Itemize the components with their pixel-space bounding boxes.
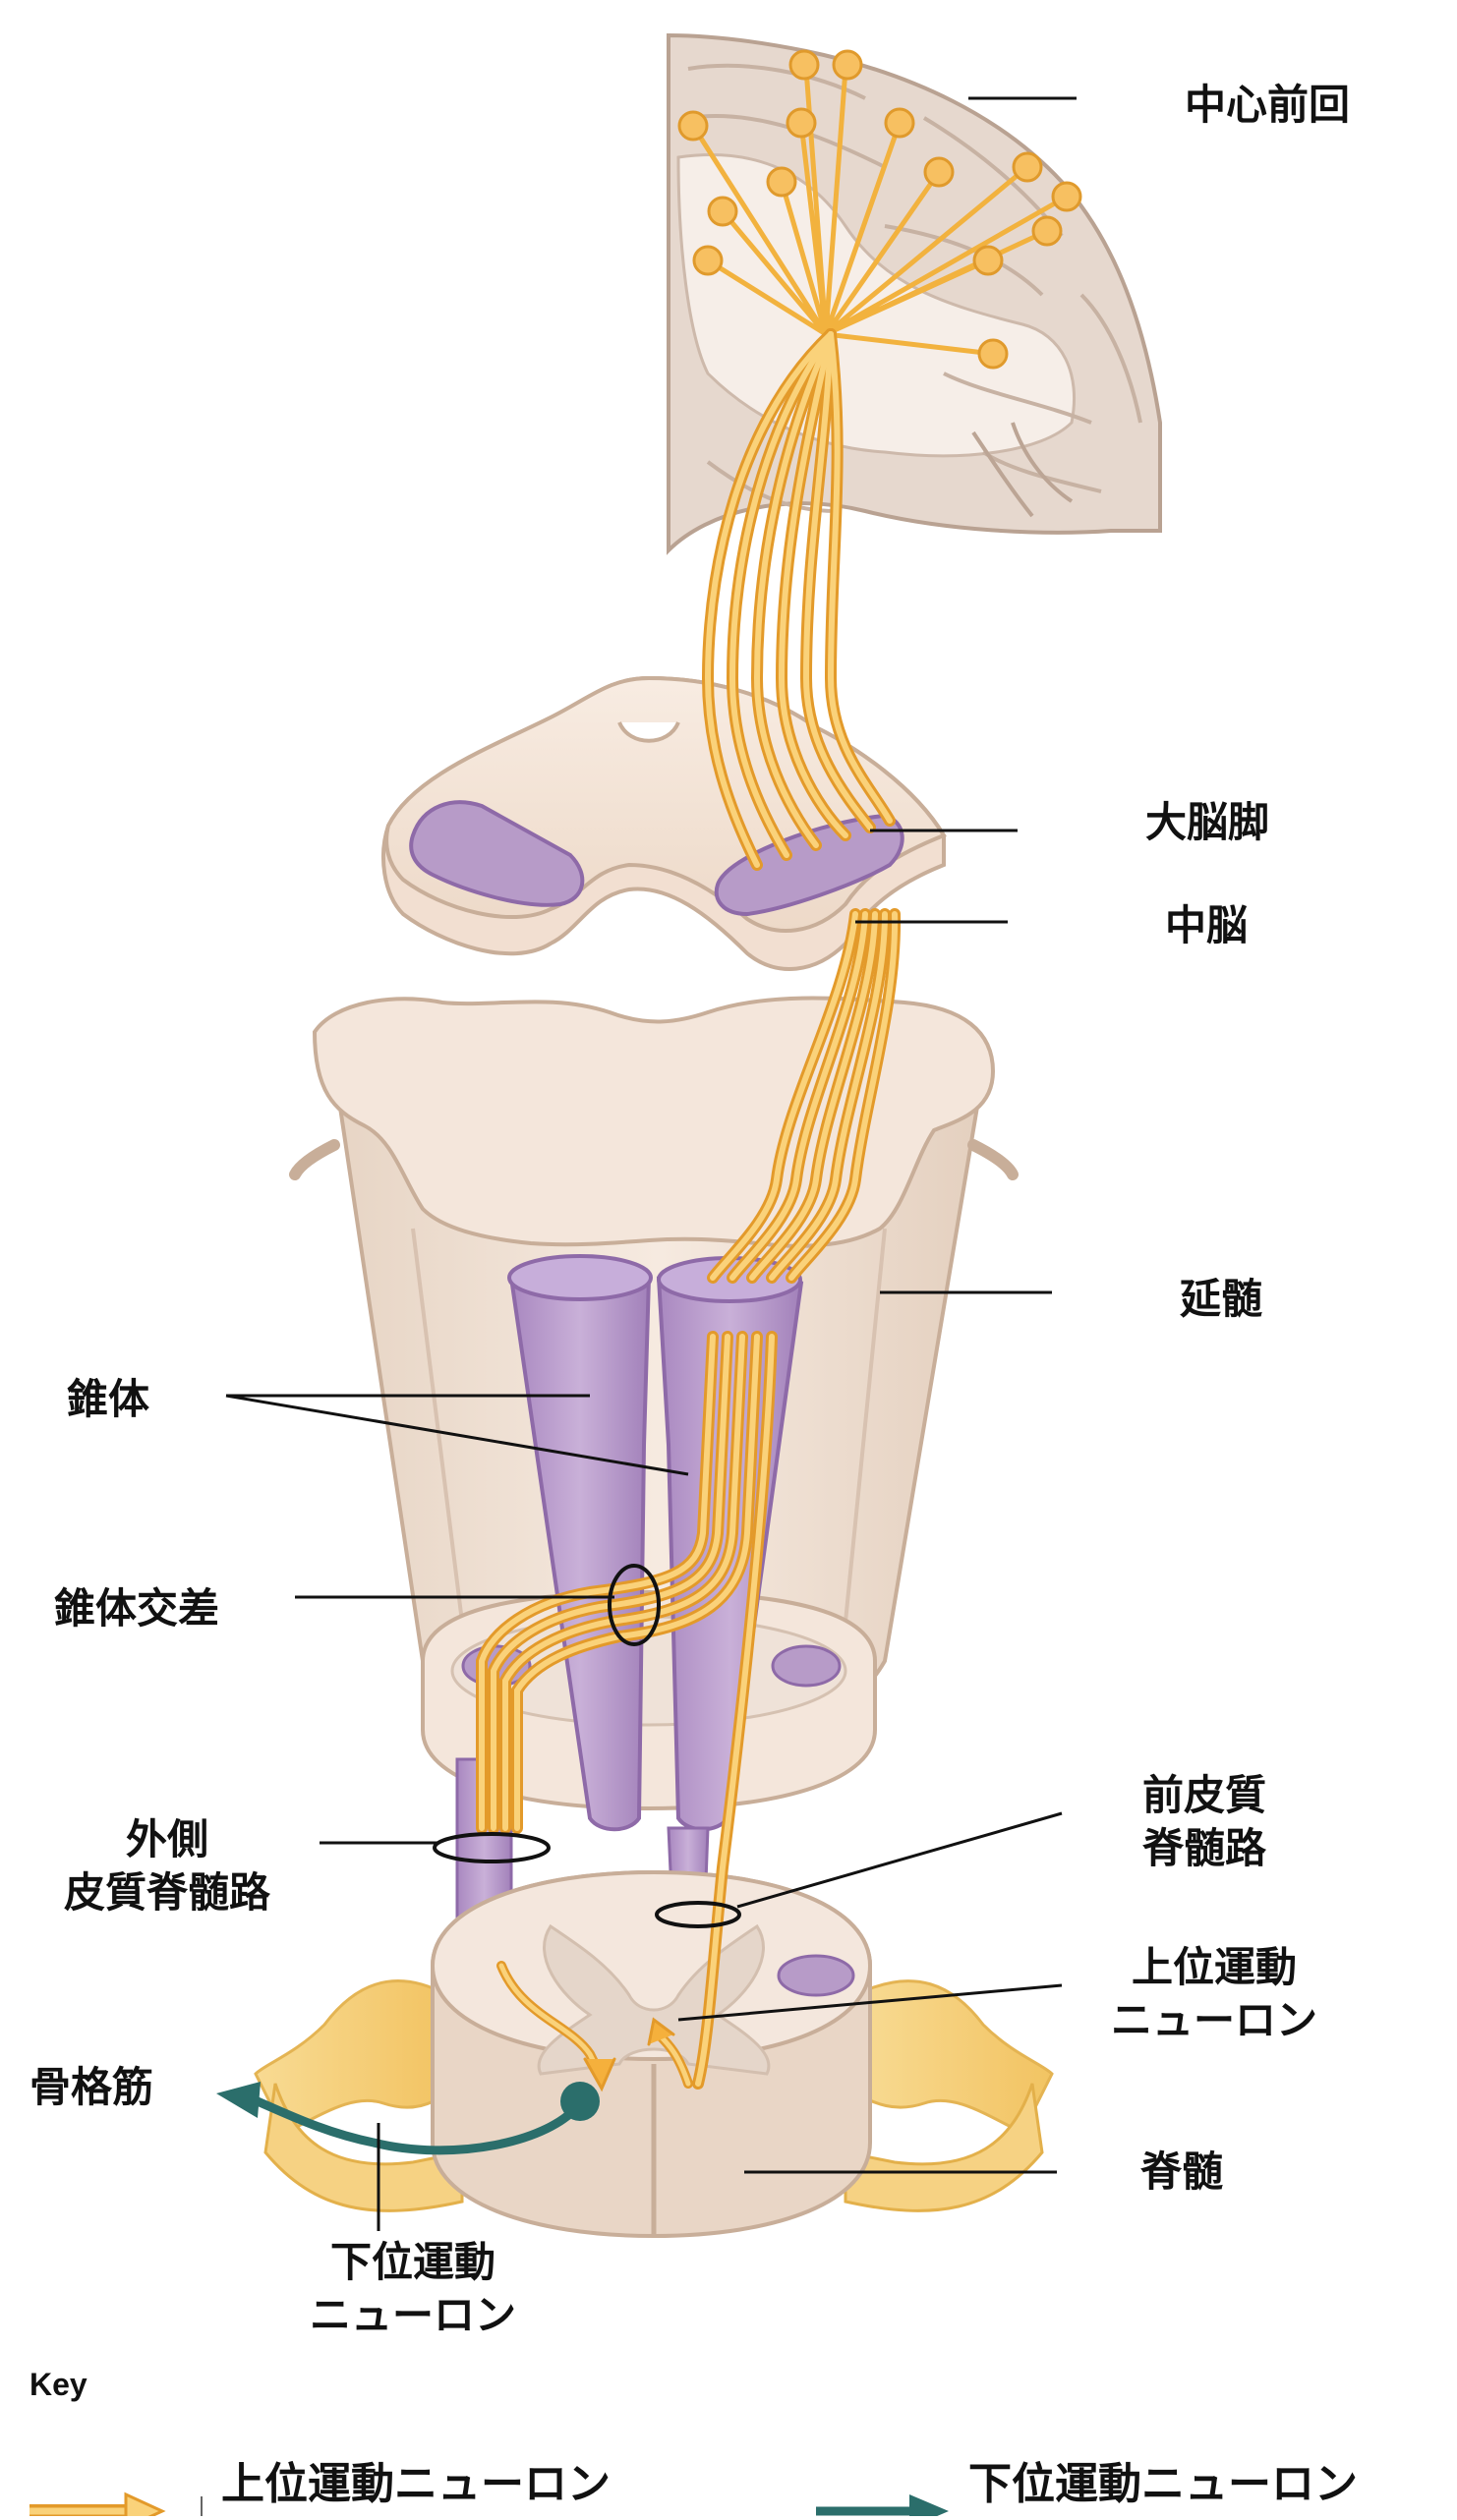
- key-lower-label: 下位運動ニューロン: [968, 2459, 1358, 2509]
- label-anterior-cst-line1: 前皮質: [1141, 1771, 1266, 1819]
- spinal-cord-section: [254, 1869, 1054, 2239]
- neuron-soma-group: [677, 49, 1082, 370]
- label-lateral-cst-line1: 外側: [125, 1815, 208, 1863]
- label-lateral-cst-line2: 皮質脊髄路: [63, 1868, 270, 1917]
- leader-lines: [225, 96, 1077, 2231]
- label-upper-mn-line1: 上位運動: [1131, 1943, 1297, 1991]
- decussation-ring: [608, 1564, 661, 1646]
- label-anterior-cst-line2: 脊髄路: [1141, 1824, 1266, 1872]
- label-lower-mn-line2: ニューロン: [309, 2291, 516, 2339]
- label-upper-mn-line2: ニューロン: [1110, 1996, 1317, 2044]
- label-anterior-cst: 前皮質 脊髄路: [1091, 1769, 1317, 1875]
- label-pyramid: 錐体: [67, 1375, 150, 1423]
- label-spinal-cord: 脊髄: [1140, 2148, 1224, 2196]
- label-cerebral-peduncle: 大脳脚: [1145, 798, 1270, 846]
- label-lateral-cst: 外側 皮質脊髄路: [20, 1813, 315, 1919]
- key-upper-label: 上位運動ニューロン: [221, 2459, 611, 2509]
- key-title: Key: [29, 2367, 87, 2402]
- key-lower-arrow: [816, 2494, 949, 2520]
- label-medulla: 延髄: [1180, 1275, 1263, 1323]
- upper-motor-neuron-fibers: [476, 328, 902, 2092]
- label-lower-mn-line1: 下位運動: [329, 2238, 495, 2286]
- lower-motor-neuron: [216, 2082, 600, 2155]
- label-lower-motor-neuron: 下位運動 ニューロン: [265, 2236, 560, 2342]
- anterior-cst-ring: [655, 1901, 741, 1928]
- label-precentral-gyrus: 中心前回: [1185, 81, 1351, 129]
- upper-motor-neuron-cell-bodies: [690, 68, 1069, 357]
- label-midbrain: 中脳: [1165, 901, 1249, 949]
- label-pyramidal-decussation: 錐体交差: [54, 1584, 220, 1632]
- label-upper-motor-neuron: 上位運動 ニューロン: [1072, 1941, 1357, 2047]
- midbrain-section: [381, 675, 947, 971]
- lateral-cst-ring: [433, 1832, 551, 1863]
- key-upper-arrow: [29, 2491, 166, 2520]
- label-skeletal-muscle: 骨格筋: [29, 2063, 154, 2111]
